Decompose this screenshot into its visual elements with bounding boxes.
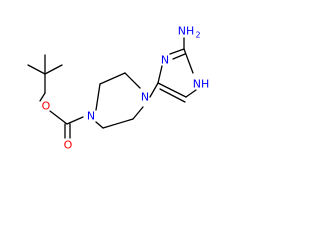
amino-group: NH 2 <box>178 25 201 40</box>
piperazine-top-nitrogen-label: N <box>141 91 149 104</box>
bond <box>95 121 104 129</box>
bond <box>102 118 134 129</box>
bond <box>157 65 163 84</box>
bond <box>99 72 126 85</box>
amine-subscript-label: 2 <box>195 31 200 40</box>
ring-nh-label: NH <box>193 78 210 91</box>
bond <box>44 64 63 75</box>
bond <box>49 110 68 125</box>
bond <box>132 106 144 120</box>
bond <box>183 48 194 74</box>
bond <box>157 82 187 98</box>
pyrimidine-ring: N NH <box>149 37 210 103</box>
bond <box>95 83 101 111</box>
bond <box>124 72 141 89</box>
amine-nh-label: NH <box>178 25 195 38</box>
piperazine-ring: N N <box>87 72 149 129</box>
chemical-structure-diagram: O O N N N NH NH 2 <box>27 25 210 152</box>
bond <box>27 64 46 75</box>
bond <box>185 89 197 98</box>
bond <box>149 82 159 98</box>
carbonyl-oxygen-label: O <box>64 139 73 152</box>
double-bond <box>172 53 186 60</box>
ester-oxygen-label: O <box>42 100 51 113</box>
piperazine-bottom-nitrogen-label: N <box>87 110 95 123</box>
bond <box>169 48 185 55</box>
tert-butyl-group <box>27 54 63 94</box>
carbamate-group: O O <box>39 92 84 152</box>
double-bond <box>159 88 186 103</box>
bond <box>66 116 84 125</box>
pyrimidine-nitrogen-label: N <box>161 54 169 67</box>
bond <box>39 92 46 102</box>
